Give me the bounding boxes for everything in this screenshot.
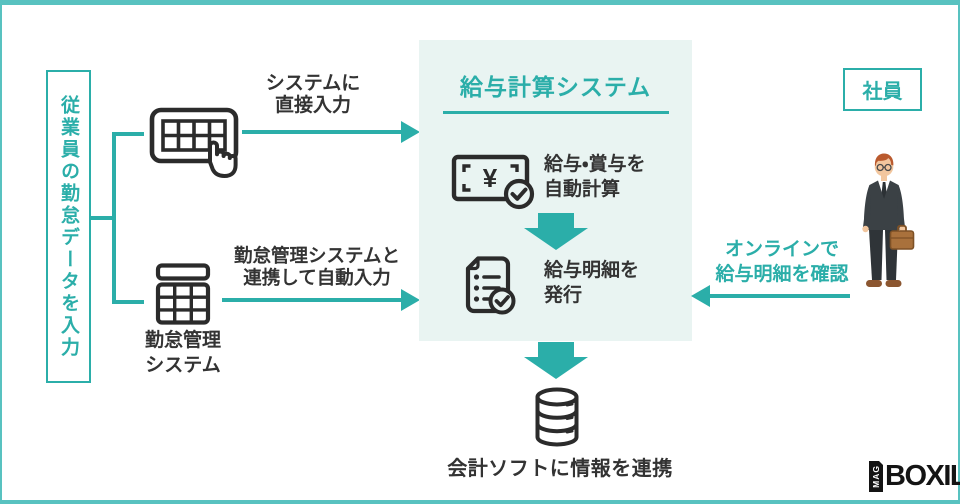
yen-symbol: ¥ (483, 163, 498, 193)
down-arrow-2 (524, 342, 588, 379)
businessman-illustration (862, 153, 915, 287)
direct-input-label: システムに 直接入力 (265, 73, 361, 117)
arrow-online-head (691, 285, 710, 307)
attendance-data-box: 従業員の勤怠データを入力 (46, 70, 91, 383)
mag-badge: MAG (869, 461, 883, 492)
arrow-direct-line (242, 130, 403, 134)
payroll-system-title: 給与計算システム (459, 74, 652, 100)
online-check-label: オンラインで 給与明細を確認 (715, 239, 849, 285)
title-underline (443, 111, 669, 114)
mag-text: MAG (870, 465, 881, 488)
mag-badge-notch (879, 461, 883, 465)
document-checklist-icon (465, 256, 516, 315)
accounting-caption: 会計ソフトに情報を連携 (447, 458, 673, 480)
step1-label: 給与・賞与を 自動計算 (544, 154, 646, 200)
banknote-yen-check-icon: ¥ (451, 154, 535, 210)
bracket-vertical (112, 132, 116, 304)
frame-right (958, 0, 960, 504)
arrow-online-line (709, 294, 850, 298)
bracket-stub (90, 216, 115, 220)
bracket-arm-bottom (114, 300, 144, 304)
attendance-system-label: 勤怠管理 システム (144, 330, 221, 376)
arrow-direct-head (401, 121, 420, 143)
frame-bottom (0, 500, 960, 504)
boxil-mag-logo: MAG BOXIL (869, 461, 960, 492)
down-arrow-1 (524, 213, 588, 250)
bracket-arm-top (114, 132, 144, 136)
employee-box: 社員 (843, 68, 922, 111)
step2-label: 給与明細を 発行 (544, 260, 640, 306)
arrow-auto-head (401, 289, 420, 311)
table-input-cursor-icon (149, 107, 239, 178)
boxil-text: BOXIL (885, 460, 960, 492)
spreadsheet-table-icon (155, 263, 211, 325)
database-icon (535, 387, 579, 447)
arrow-auto-line (222, 298, 403, 302)
attendance-data-label: 従業員の勤怠データを入力 (58, 94, 79, 359)
auto-input-label: 勤怠管理システムと 連携して自動入力 (234, 245, 400, 288)
employee-label: 社員 (862, 81, 903, 103)
frame-left (0, 0, 2, 504)
frame-top (0, 0, 960, 5)
